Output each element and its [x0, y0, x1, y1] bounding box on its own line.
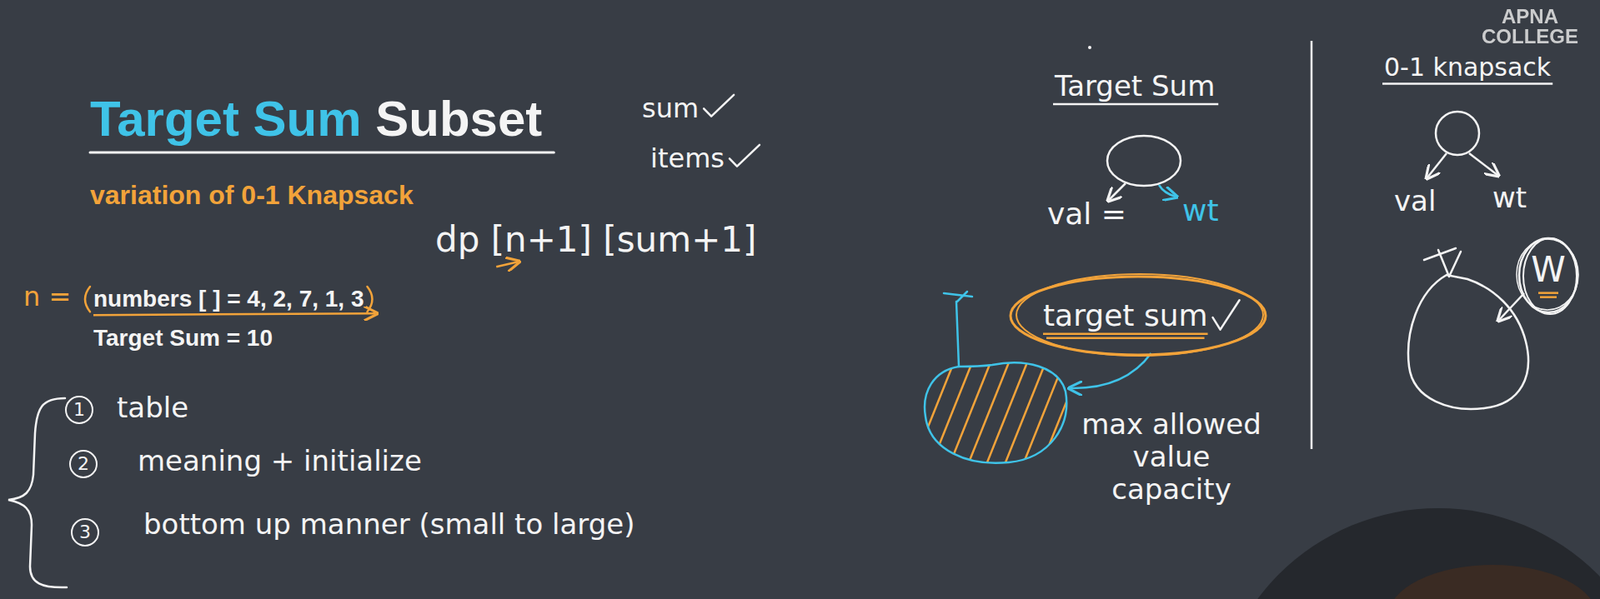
- knapsack-bag: [1408, 275, 1529, 410]
- section-heading: 0-1 knapsack: [1384, 53, 1551, 83]
- step-number: 2: [69, 450, 98, 479]
- orange-parenthesis: [366, 286, 372, 312]
- check-mark: [729, 145, 760, 167]
- title: Target Sum Subset: [90, 90, 542, 148]
- item-property: wt: [1492, 181, 1527, 215]
- section-heading: Target Sum: [1054, 70, 1215, 103]
- wt-arrow: [1469, 153, 1498, 176]
- node-text: 2: [77, 453, 90, 475]
- chalk-dot: [1088, 45, 1092, 50]
- orange-parenthesis: [85, 286, 91, 312]
- input-target: Target Sum = 10: [93, 325, 273, 352]
- equals-mark: [1539, 295, 1557, 299]
- note: sum: [642, 93, 699, 125]
- note: items: [650, 143, 725, 175]
- orange-underline-arrow: [93, 313, 376, 316]
- dp-table-size: dp [n+1] [sum+1]: [435, 220, 757, 261]
- curly-bracket: [8, 398, 67, 588]
- wt-arrow: [1158, 185, 1176, 197]
- node-text: 1: [73, 399, 86, 421]
- item-circle: [1435, 111, 1480, 156]
- oval-outline: [1016, 274, 1264, 357]
- title-underline: [90, 151, 554, 155]
- capacity-arrow: [1499, 293, 1525, 321]
- heading-underline: [1053, 103, 1219, 106]
- presenter-hair: [1388, 565, 1597, 599]
- circled-outline: [1516, 239, 1579, 311]
- item-property: val: [1394, 185, 1436, 218]
- node-text: target sum: [1043, 298, 1209, 333]
- double-underline: [1046, 336, 1205, 340]
- node-text: W: [1530, 250, 1566, 291]
- capacity-symbol: W: [1516, 235, 1580, 316]
- heading-underline: [1382, 82, 1553, 86]
- bag-knot: [943, 291, 973, 367]
- bag-hatching: [908, 350, 1088, 476]
- step-number: 3: [70, 518, 100, 547]
- step-text: meaning + initialize: [137, 445, 422, 478]
- fill-bag-arrow: [1070, 353, 1152, 389]
- equals-mark: [1538, 291, 1559, 295]
- double-underline: [1043, 332, 1209, 336]
- orange-pointer: [496, 261, 518, 267]
- mapping-text: wt: [1182, 193, 1219, 228]
- check-mark: [1213, 300, 1240, 330]
- webcam-circle: [1213, 508, 1600, 599]
- mapping-text: val =: [1047, 196, 1127, 231]
- step-number: 1: [65, 396, 94, 425]
- watermark: APNA COLLEGE: [1467, 6, 1593, 47]
- input-array: numbers [ ] = 4, 2, 7, 1, 3: [93, 285, 364, 313]
- bag-knot: [1424, 248, 1461, 277]
- highlighted-term: target sum: [1008, 274, 1269, 358]
- step-text: bottom up manner (small to large): [143, 508, 635, 542]
- step-text: table: [116, 391, 189, 425]
- capacity-note: max allowed value capacity: [1075, 408, 1268, 507]
- target-sum-bag: [924, 362, 1067, 463]
- subtitle: variation of 0-1 Knapsack: [90, 180, 414, 211]
- divider-line: [1310, 40, 1314, 450]
- item-circle: [1107, 135, 1181, 186]
- variable-note: n =: [23, 281, 71, 313]
- node-text: 3: [79, 521, 91, 543]
- check-mark: [703, 95, 734, 117]
- val-arrow: [1427, 153, 1447, 178]
